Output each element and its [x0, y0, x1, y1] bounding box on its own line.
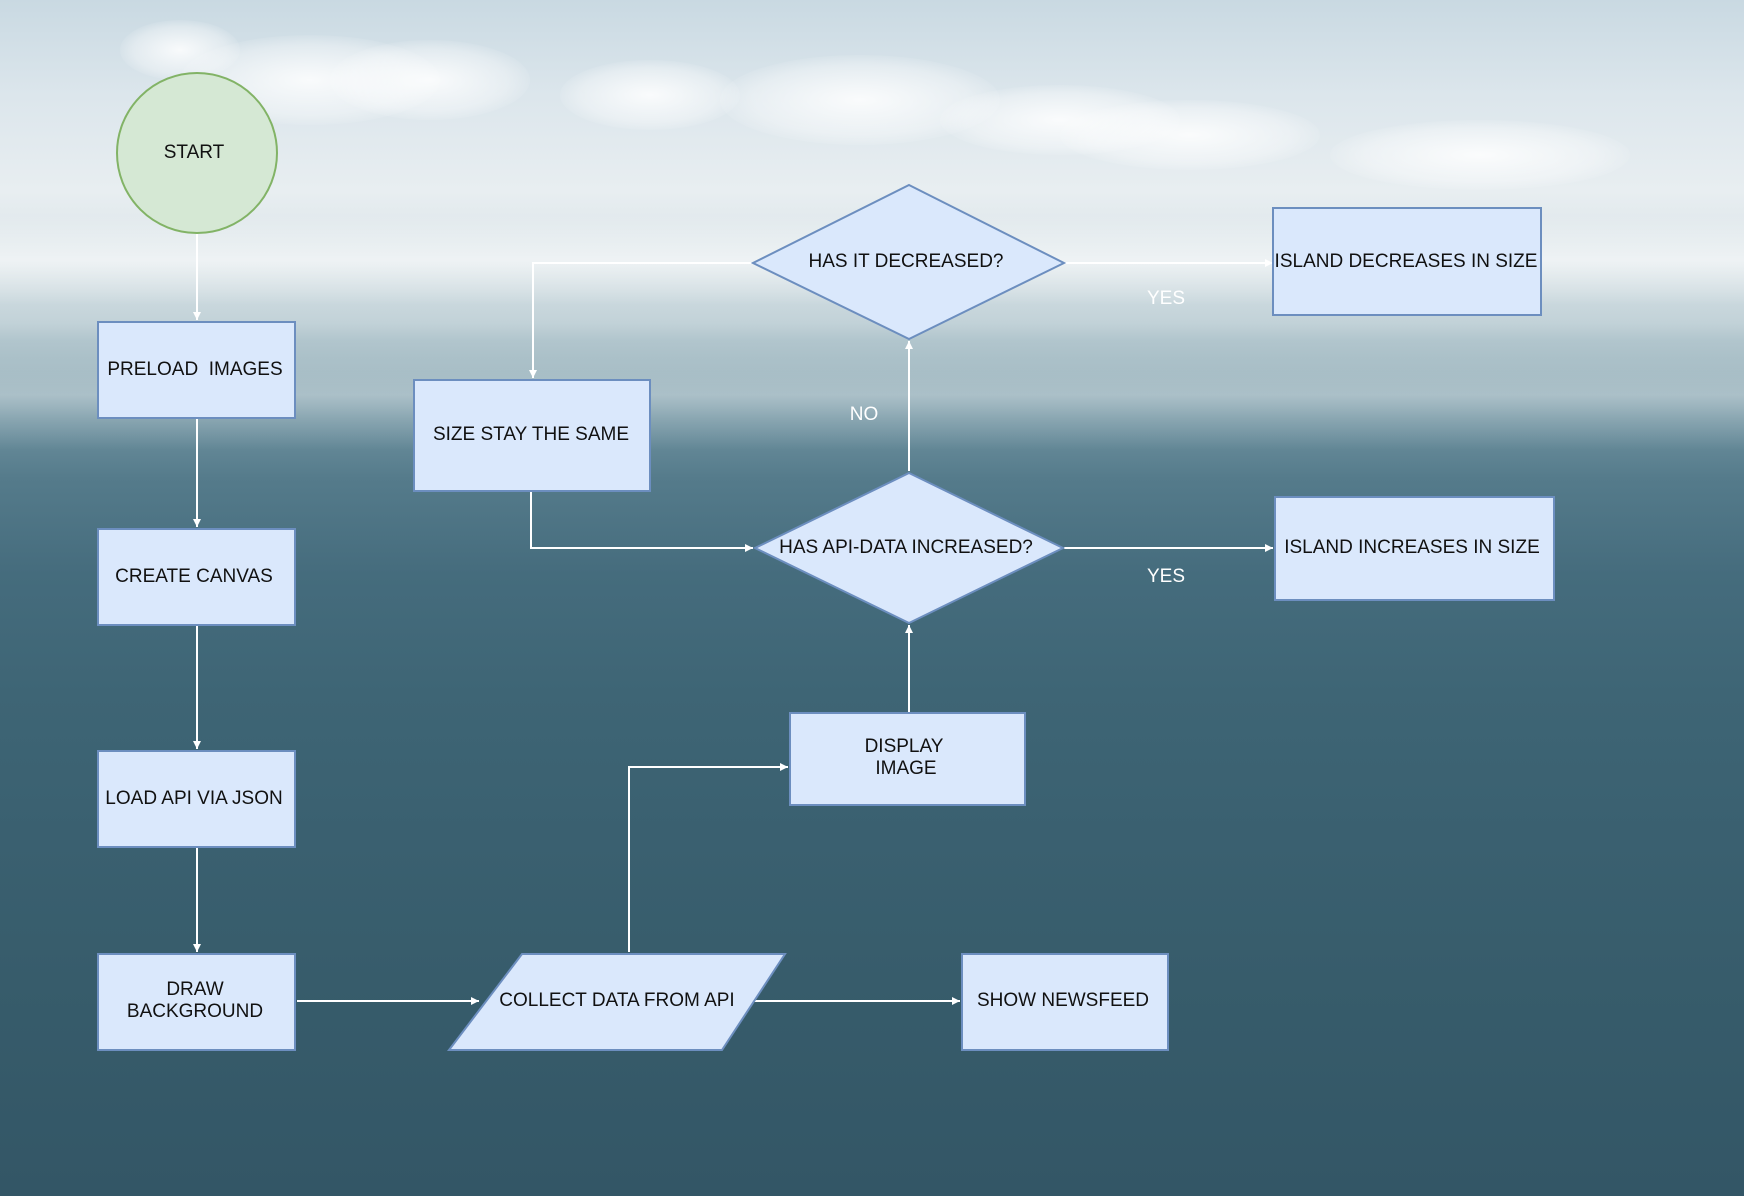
collect-data-node: COLLECT DATA FROM API	[446, 953, 787, 1051]
show-newsfeed-node: SHOW NEWSFEED	[961, 953, 1169, 1051]
no-label: NO	[850, 404, 879, 425]
yes-label-decreased: YES	[1147, 288, 1185, 309]
preload-images-label: PRELOAD IMAGES	[107, 359, 282, 380]
size-same-node: SIZE STAY THE SAME	[413, 379, 651, 492]
load-api-node: LOAD API VIA JSON	[97, 750, 296, 848]
show-newsfeed-label: SHOW NEWSFEED	[977, 990, 1149, 1011]
edge-size-same-to-increased	[530, 491, 753, 552]
island-increases-node: ISLAND INCREASES IN SIZE	[1274, 496, 1555, 601]
preload-images-node: PRELOAD IMAGES	[97, 321, 296, 419]
has-increased-decision: HAS API-DATA INCREASED?	[752, 471, 1066, 625]
collect-data-label: COLLECT DATA FROM API	[499, 990, 734, 1011]
has-decreased-label: HAS IT DECREASED?	[809, 251, 1004, 272]
start-node: START	[116, 72, 278, 234]
draw-background-line-1: DRAW	[166, 979, 223, 1000]
display-image-node: DISPLAY IMAGE	[789, 712, 1026, 806]
display-image-line-1: DISPLAY	[865, 736, 944, 757]
edge-decreased-to-size-same	[529, 262, 752, 378]
island-increases-label: ISLAND INCREASES IN SIZE	[1284, 537, 1540, 558]
load-api-label: LOAD API VIA JSON	[105, 788, 282, 809]
draw-background-node: DRAW BACKGROUND	[97, 953, 296, 1051]
display-image-line-2: IMAGE	[875, 758, 936, 779]
has-decreased-decision: HAS IT DECREASED?	[750, 183, 1067, 341]
start-label: START	[164, 142, 225, 163]
island-decreases-node: ISLAND DECREASES IN SIZE	[1272, 207, 1542, 316]
create-canvas-label: CREATE CANVAS	[115, 566, 273, 587]
size-same-label: SIZE STAY THE SAME	[433, 424, 629, 445]
island-decreases-label: ISLAND DECREASES IN SIZE	[1275, 251, 1538, 272]
yes-label-increased: YES	[1147, 566, 1185, 587]
has-increased-label: HAS API-DATA INCREASED?	[779, 537, 1033, 558]
draw-background-line-2: BACKGROUND	[127, 1001, 263, 1022]
create-canvas-node: CREATE CANVAS	[97, 528, 296, 626]
edge-collect-to-display	[628, 763, 788, 952]
